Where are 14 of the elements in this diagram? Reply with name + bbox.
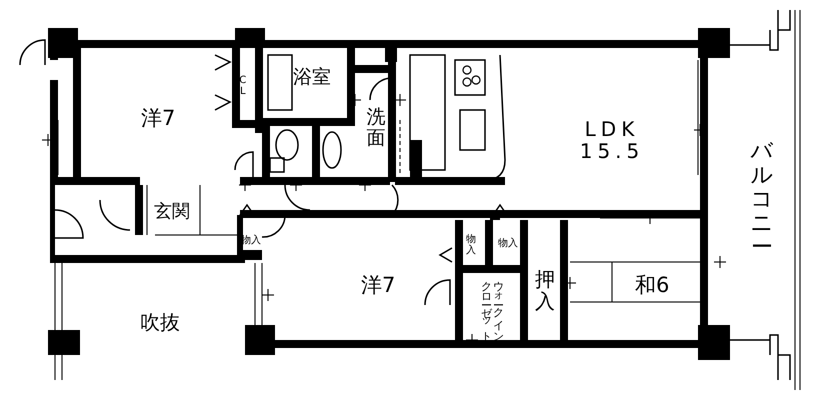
room-label: 物入 — [498, 238, 518, 248]
room-label: 洋7 — [141, 106, 176, 130]
room-label: 玄関 — [154, 202, 190, 222]
room-label: バルコニー — [750, 140, 774, 260]
room-label: 浴室 — [293, 66, 331, 88]
room-label: LDK 15.5 — [578, 118, 646, 162]
room-label: 押入 — [534, 268, 556, 312]
room-label: 和6 — [635, 274, 670, 297]
room-label: 物入 — [466, 234, 476, 256]
room-label: ウォークインクローゼット — [480, 272, 504, 340]
room-label: CL — [238, 75, 248, 97]
room-label: 洋7 — [361, 274, 396, 297]
room-label: 洗面 — [366, 107, 386, 149]
room-label: 吹抜 — [140, 311, 180, 333]
